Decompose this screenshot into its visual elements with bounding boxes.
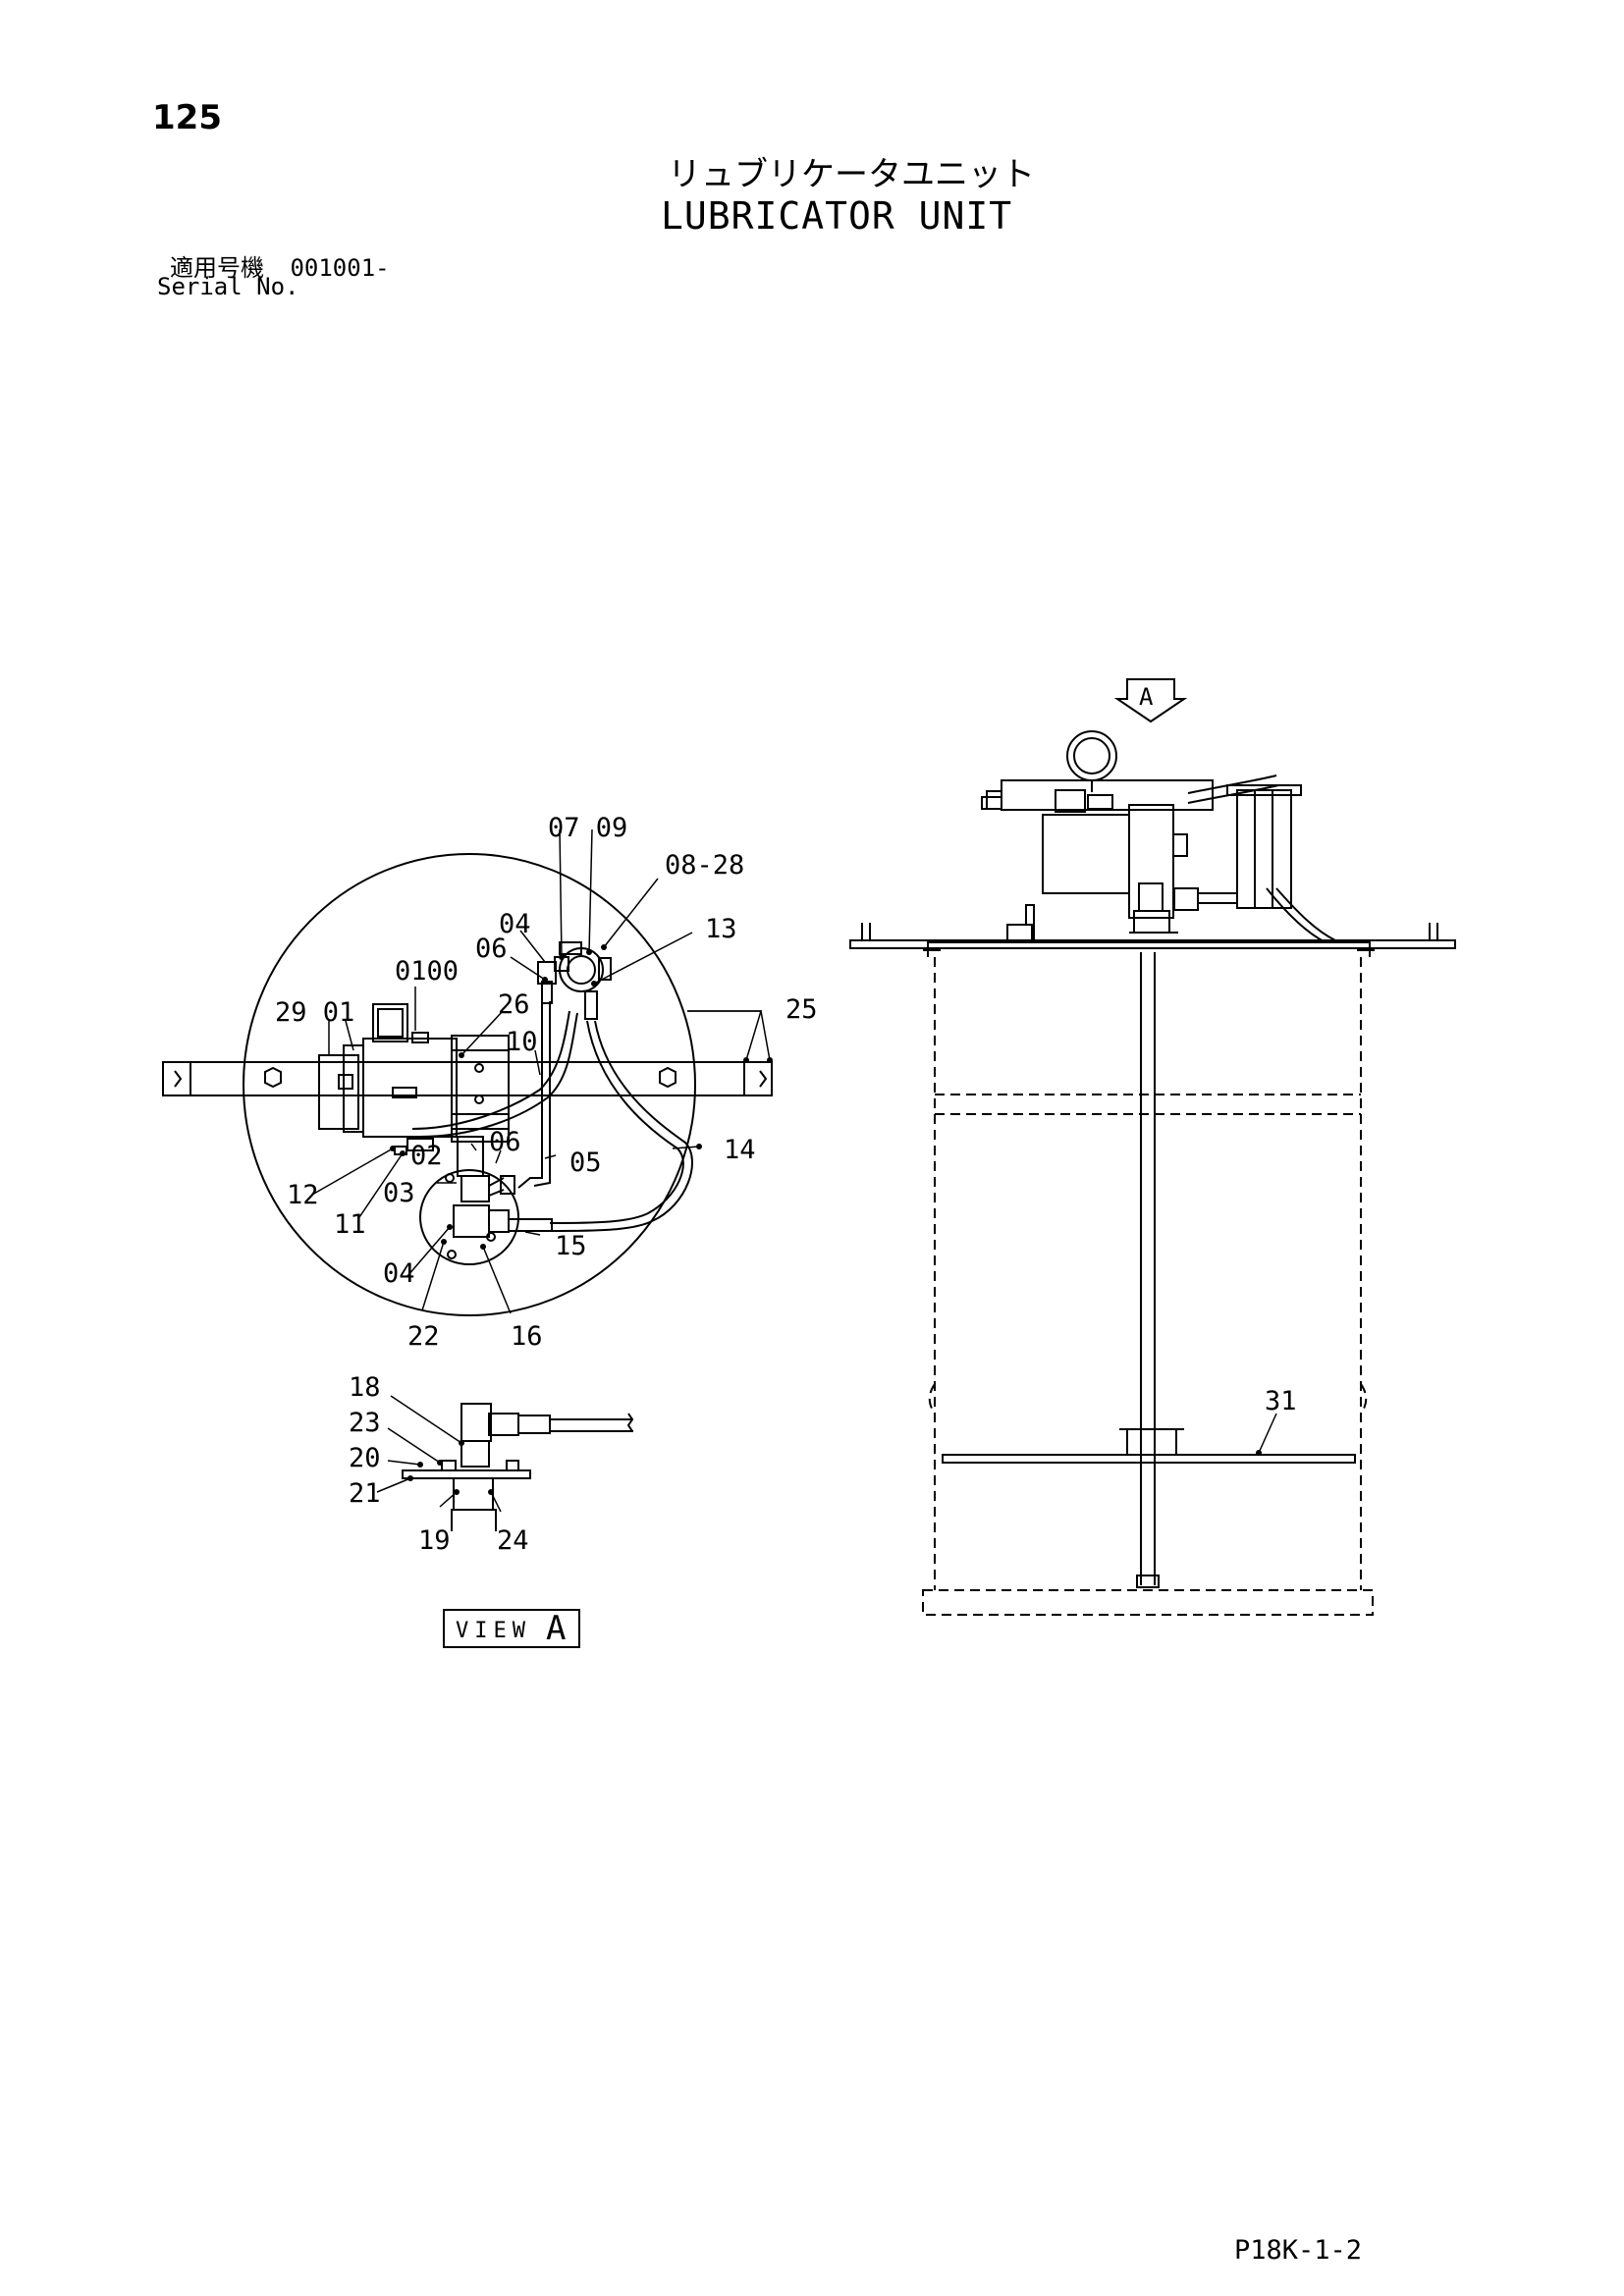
follower-plate [942,1454,1356,1464]
hose-10 [411,1010,570,1130]
pump-body [362,1038,458,1138]
side-view [849,678,1456,1616]
callout-20: 20 [349,1443,381,1473]
callout-08-28: 08-28 [665,850,744,881]
callout-06-top: 06 [475,934,508,964]
manifold-block [451,1035,510,1143]
callout-19: 19 [418,1525,451,1556]
callout-04-low: 04 [383,1258,415,1289]
callout-29-01: 29 01 [275,997,354,1028]
serial-value: 001001- [290,254,390,282]
callout-18: 18 [349,1372,381,1403]
title-english: LUBRICATOR UNIT [661,194,1013,238]
callout-02: 02 [410,1141,443,1171]
top-view [162,853,773,1316]
callout-22: 22 [407,1321,440,1352]
callout-24: 24 [497,1525,529,1556]
solenoid-valve [318,1054,359,1130]
suction-pipe [1140,952,1156,1585]
leader-lines [311,828,1277,1513]
serial-line: 適用号機 001001- [170,248,390,283]
tube-05 [517,1001,543,1189]
view-arrow-letter: A [1139,683,1154,711]
callout-04-top: 04 [499,909,531,939]
callout-15: 15 [555,1231,587,1261]
page-code: P18K-1-2 [1234,2235,1363,2266]
view-label-letter: A [546,1609,566,1648]
title-japanese: リュブリケータユニット [668,155,1035,194]
callout-25: 25 [785,994,818,1025]
drum-top-outline [243,853,696,1316]
mounting-bar [162,1061,773,1096]
serial-label-ja: 適用号機 [170,254,264,282]
callout-05: 05 [569,1148,602,1178]
air-motor [1236,789,1292,909]
hose-14 [549,1020,684,1224]
callout-12: 12 [287,1180,319,1210]
drum-lid-plate [849,939,1456,949]
serial-label-en: Serial No. [157,273,299,300]
callout-14: 14 [724,1135,756,1165]
drum-body [922,957,1374,1616]
callout-06-mid: 06 [489,1127,521,1157]
callout-23: 23 [349,1408,381,1438]
callout-13: 13 [705,914,737,944]
callout-11: 11 [334,1209,366,1240]
callout-26: 26 [498,989,530,1020]
pump-cylinder [1128,804,1174,919]
callout-21: 21 [349,1478,381,1509]
callout-31: 31 [1265,1386,1297,1416]
callout-03: 03 [383,1178,415,1208]
view-a-detail [402,1403,634,1531]
callout-16: 16 [511,1321,543,1352]
view-label-text: VIEW [456,1619,531,1643]
page-number: 125 [152,98,222,137]
callout-10: 10 [506,1027,538,1057]
view-label-box [443,1609,580,1648]
callout-0100: 0100 [395,956,459,987]
view-arrow [1113,678,1188,723]
callout-07-09: 07 09 [548,813,627,843]
